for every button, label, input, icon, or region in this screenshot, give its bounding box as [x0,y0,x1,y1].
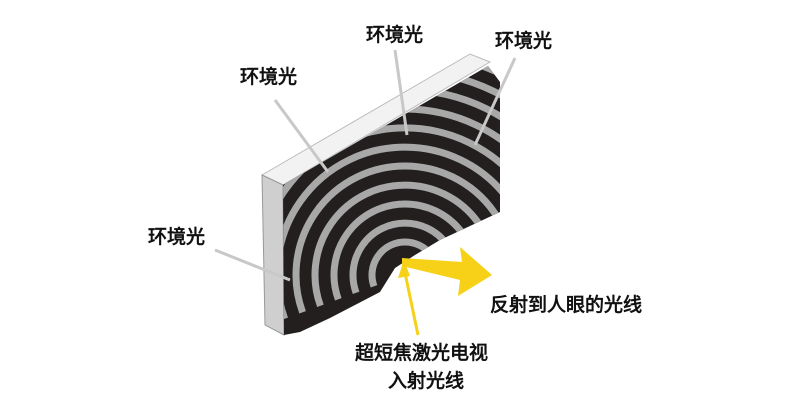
ambient-light-label: 环境光 [240,66,298,88]
ambient-light-pointers [214,49,517,282]
pointer-arrow [273,99,330,173]
reflected-light-label: 反射到人眼的光线 [490,294,643,316]
ambient-light-label: 环境光 [366,24,424,46]
ambient-light-label: 环境光 [495,30,553,52]
pointer-arrow [214,248,291,282]
ridge-arc [283,143,500,320]
ridge-arc [292,162,500,314]
reflected-light-arrow [402,247,492,296]
pointer-arrow [393,49,409,136]
pointer-arrow [473,57,517,146]
ambient-light-label: 环境光 [148,226,206,248]
incident-light-label-line2: 入射光线 [388,370,465,392]
incident-light-arrow [398,260,420,336]
panel-side-edge [261,174,285,336]
incident-light-label-line1: 超短焦激光电视 [355,342,489,364]
